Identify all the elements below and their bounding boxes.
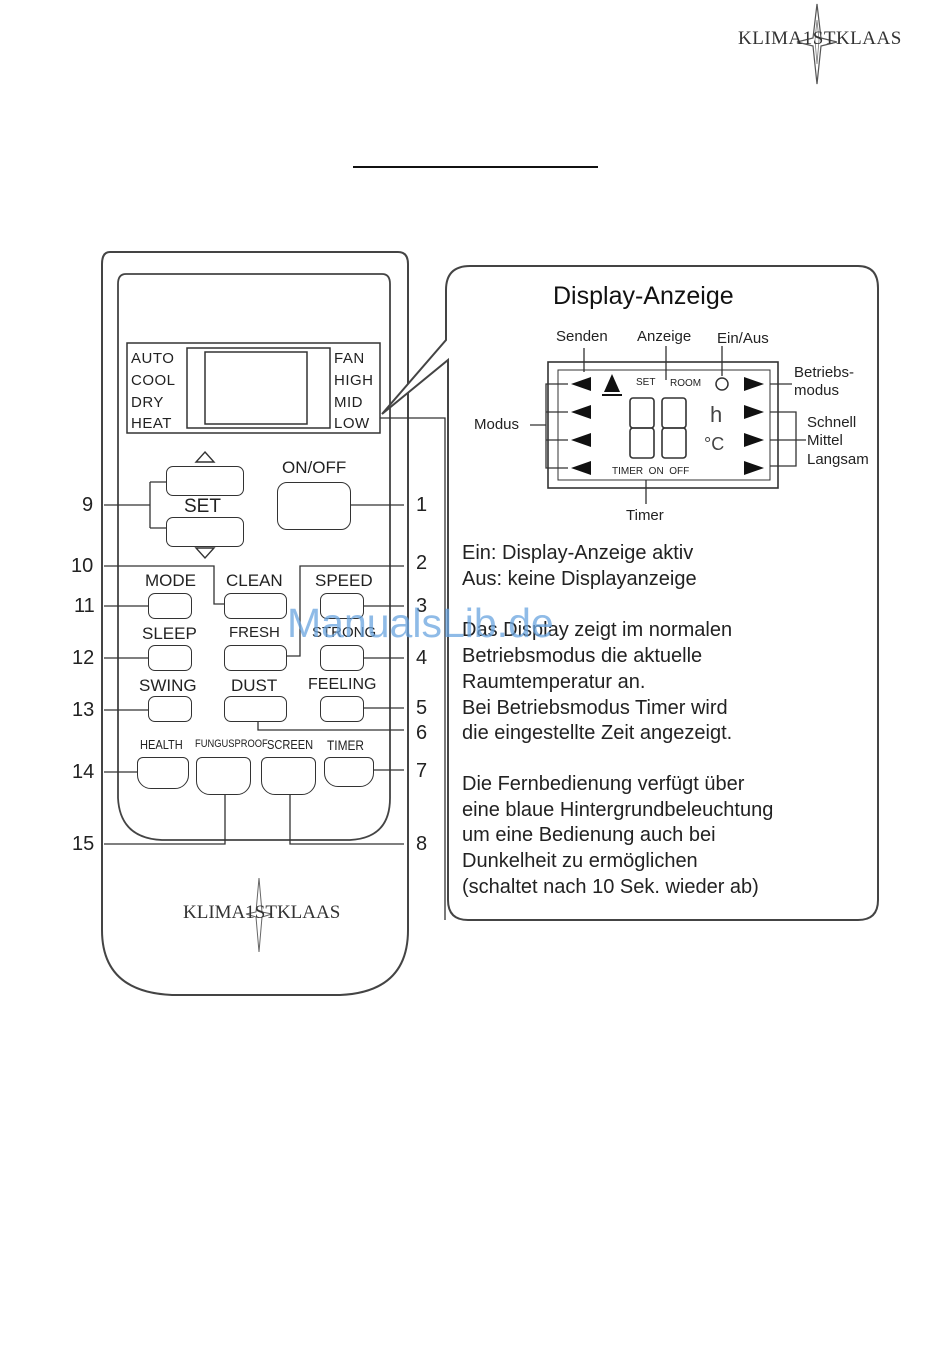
para-line-4: Das Display zeigt im normalen xyxy=(462,619,733,641)
dust-button[interactable] xyxy=(224,696,287,722)
callout-7: 7 xyxy=(416,760,428,782)
remote-speed-mid: MID xyxy=(334,394,363,411)
remote-lcd-screen xyxy=(204,351,308,425)
dust-label: DUST xyxy=(231,676,278,695)
mode-button[interactable] xyxy=(148,593,192,619)
sleep-button[interactable] xyxy=(148,645,192,671)
lcd-diagram-frame xyxy=(547,361,779,489)
fungusproof-button[interactable] xyxy=(196,757,251,795)
para-line-13: Dunkelheit zu ermöglichen xyxy=(462,850,698,872)
label-mittel: Mittel xyxy=(807,432,843,449)
lcd-timer-on-off-text: TIMER ON OFF xyxy=(612,466,690,477)
callout-8: 8 xyxy=(416,833,428,855)
lcd-room-text: ROOM xyxy=(670,378,702,389)
callout-12: 12 xyxy=(72,647,95,669)
remote-button-panel xyxy=(117,273,391,841)
mode-label: MODE xyxy=(145,571,196,590)
timer-label: TIMER xyxy=(327,737,365,753)
callout-9: 9 xyxy=(82,494,94,516)
lcd-hour-symbol: h xyxy=(710,402,723,427)
clean-button[interactable] xyxy=(224,593,287,619)
label-ein-aus: Ein/Aus xyxy=(717,330,769,347)
callout-2: 2 xyxy=(416,552,428,574)
lcd-celsius-symbol: °C xyxy=(704,434,725,454)
para-line-10: Die Fernbedienung verfügt über xyxy=(462,773,745,795)
callout-14: 14 xyxy=(72,761,95,783)
callout-13: 13 xyxy=(72,699,95,721)
set-down-button[interactable] xyxy=(166,517,244,547)
label-modus: Modus xyxy=(474,416,520,433)
health-button[interactable] xyxy=(137,757,189,789)
label-anzeige: Anzeige xyxy=(637,328,692,345)
remote-mode-cool: COOL xyxy=(131,372,176,389)
callout-5: 5 xyxy=(416,697,428,719)
up-arrow-icon xyxy=(194,450,216,463)
display-panel-title: Display-Anzeige xyxy=(553,282,734,310)
para-line-6: Raumtemperatur an. xyxy=(462,671,646,693)
fungusproof-label: FUNGUSPROOF xyxy=(195,738,268,750)
label-timer: Timer xyxy=(626,507,664,524)
remote-mode-auto: AUTO xyxy=(131,350,175,367)
remote-body xyxy=(101,251,409,996)
feeling-label: FEELING xyxy=(308,676,377,693)
remote-mode-dry: DRY xyxy=(131,394,164,411)
callout-1: 1 xyxy=(416,494,428,516)
para-line-1: Ein: Display-Anzeige aktiv xyxy=(462,542,694,564)
para-line-14: (schaltet nach 10 Sek. wieder ab) xyxy=(462,876,759,898)
speed-label: SPEED xyxy=(315,571,373,590)
label-betriebsmodus-1: Betriebs- xyxy=(794,364,855,381)
swing-button[interactable] xyxy=(148,696,192,722)
label-schnell: Schnell xyxy=(807,414,857,431)
label-langsam: Langsam xyxy=(807,451,869,468)
para-line-12: um eine Bedienung auch bei xyxy=(462,824,716,846)
callout-11: 11 xyxy=(74,595,95,617)
remote-speed-low: LOW xyxy=(334,415,370,432)
down-arrow-icon xyxy=(194,547,216,560)
para-line-7: Bei Betriebsmodus Timer wird xyxy=(462,697,728,719)
feeling-button[interactable] xyxy=(320,696,364,722)
remote-speed-high: HIGH xyxy=(334,372,374,389)
label-betriebsmodus-2: modus xyxy=(794,382,840,399)
display-callout-bubble xyxy=(381,265,879,921)
brand-logo-bottom: KLIMA1STKLAAS xyxy=(183,902,341,923)
on-off-label: ON/OFF xyxy=(282,458,347,477)
set-up-button[interactable] xyxy=(166,466,244,496)
screen-button[interactable] xyxy=(261,757,316,795)
para-line-8: die eingestellte Zeit angezeigt. xyxy=(462,722,733,744)
set-label: SET xyxy=(184,496,221,517)
label-senden: Senden xyxy=(556,328,608,345)
brand-star-icon-bottom xyxy=(245,877,273,953)
remote-fan-label: FAN xyxy=(334,350,365,367)
strong-label: STRONG xyxy=(312,624,377,641)
brand-logo-top: KLIMA1STKLAAS xyxy=(738,28,902,49)
fresh-button[interactable] xyxy=(224,645,287,671)
screen-label: SCREEN xyxy=(267,737,314,752)
title-underline xyxy=(353,166,598,168)
lcd-set-text: SET xyxy=(636,377,656,388)
para-line-5: Betriebsmodus die aktuelle xyxy=(462,645,703,667)
remote-lcd-frame xyxy=(126,342,381,434)
para-line-11: eine blaue Hintergrundbeleuchtung xyxy=(462,799,774,821)
callout-10: 10 xyxy=(71,555,94,577)
para-line-2: Aus: keine Displayanzeige xyxy=(462,568,697,590)
callout-15: 15 xyxy=(72,833,95,855)
power-icon xyxy=(715,377,729,391)
on-off-button[interactable] xyxy=(277,482,351,530)
remote-mode-heat: HEAT xyxy=(131,415,172,432)
brand-star-icon xyxy=(796,3,838,85)
callout-3: 3 xyxy=(416,595,428,617)
callout-4: 4 xyxy=(416,647,428,669)
clean-label: CLEAN xyxy=(226,571,283,590)
watermark: ManualsLib.de xyxy=(287,600,554,646)
health-label: HEALTH xyxy=(140,737,183,752)
timer-button[interactable] xyxy=(324,757,374,787)
strong-button[interactable] xyxy=(320,645,364,671)
callout-6: 6 xyxy=(416,722,428,744)
sleep-label: SLEEP xyxy=(142,624,197,643)
swing-label: SWING xyxy=(139,676,197,695)
fresh-label: FRESH xyxy=(229,624,280,641)
speed-button[interactable] xyxy=(320,593,364,619)
